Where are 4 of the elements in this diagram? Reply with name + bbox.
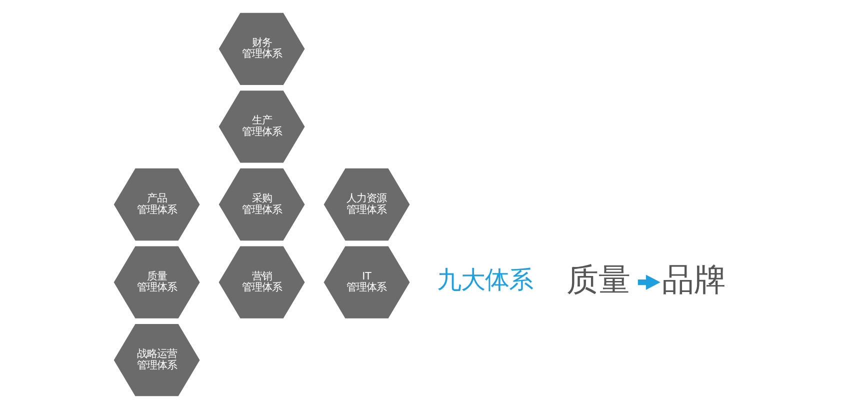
arrow xyxy=(637,274,660,290)
node-text: 九大体系 xyxy=(436,267,532,294)
node-text: 质量 xyxy=(566,262,630,298)
node-text: 品牌 xyxy=(661,262,726,298)
